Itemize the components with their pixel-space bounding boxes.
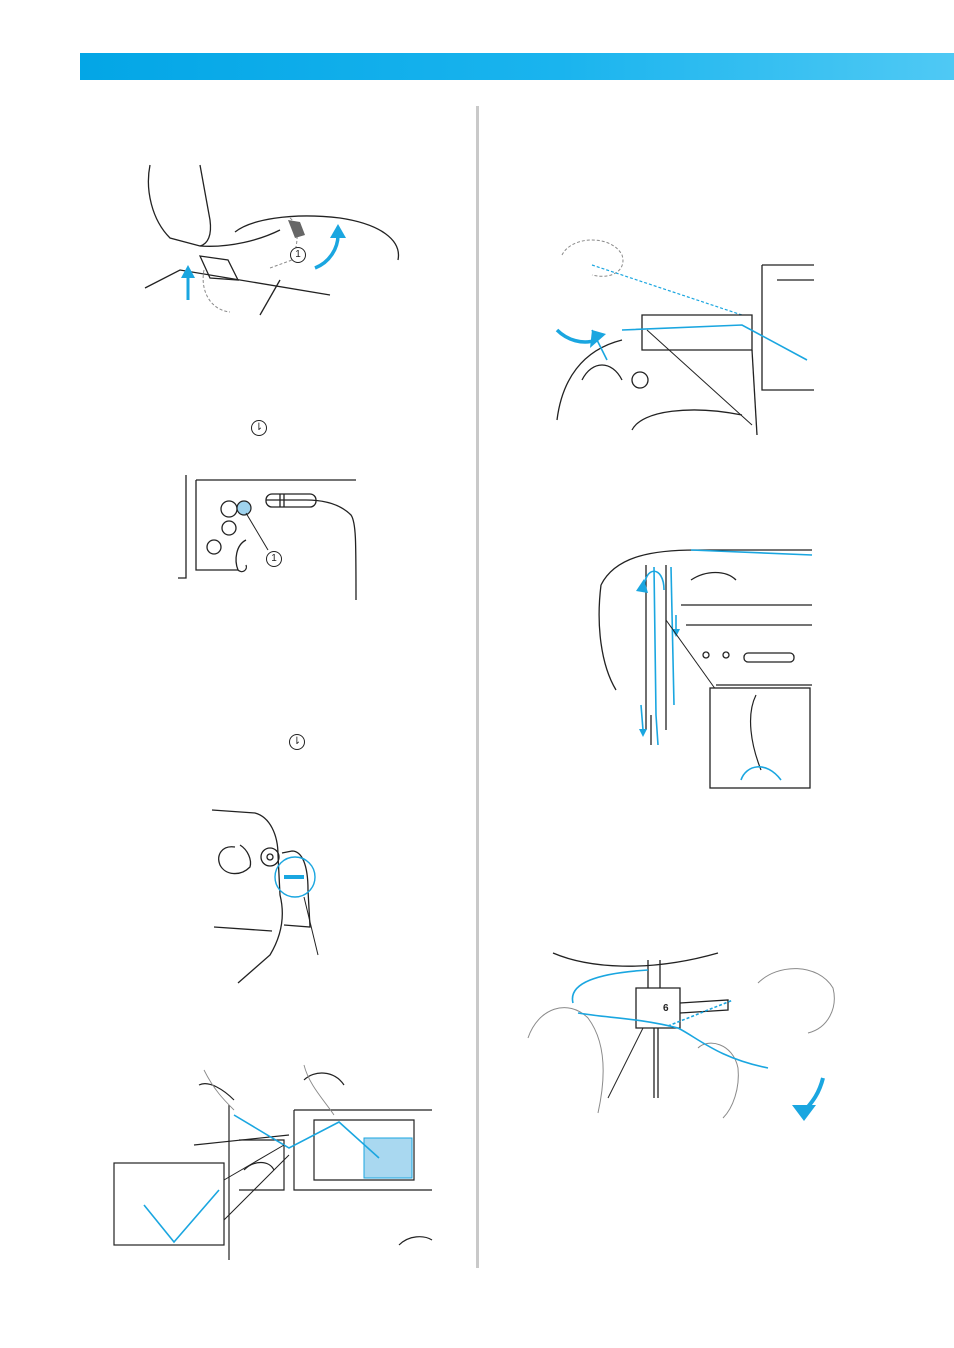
figure-needle-threading: 6 xyxy=(528,948,843,1123)
column-divider xyxy=(476,106,479,1268)
needle-position-icon: ⇂ xyxy=(251,420,267,436)
figure-thread-guide xyxy=(552,230,814,435)
figure-presser-foot-lever: 1 xyxy=(140,160,410,320)
figure-needle-position-panel: 1 xyxy=(176,470,366,605)
header-bar xyxy=(80,53,954,80)
needle-position-icon: ⇂ xyxy=(289,734,305,750)
figure-handwheel-mark xyxy=(200,805,340,990)
needle-bar-label: 6 xyxy=(663,1003,669,1014)
figure-spool-threading xyxy=(114,1060,432,1260)
figure-threading-path xyxy=(596,545,812,790)
callout-1-needle-button: 1 xyxy=(266,551,282,567)
callout-1-presser-lever: 1 xyxy=(290,247,306,263)
